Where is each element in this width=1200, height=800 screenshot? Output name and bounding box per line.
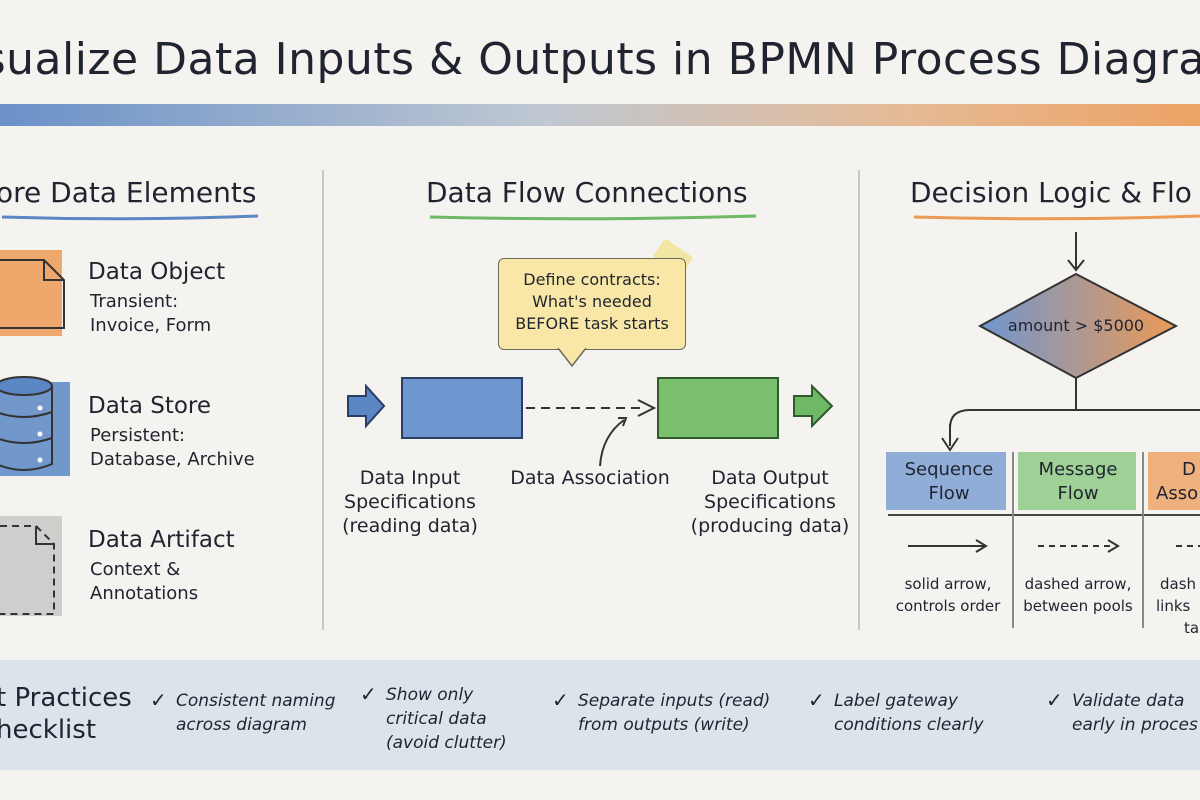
sequence-flow-head-2: Flow (928, 483, 970, 504)
data-input-box (401, 377, 523, 439)
flow-samples (908, 539, 1200, 553)
title-underline-band (0, 104, 1200, 126)
message-flow-head-2: Flow (1057, 483, 1099, 504)
checklist-item-5-line1: Validate data (1072, 691, 1185, 711)
data-output-label-1: Data Output (711, 467, 829, 489)
sticky-note: Define contracts: What's needed BEFORE t… (498, 258, 686, 350)
data-flow-diagram (347, 377, 834, 466)
data-store-name: Data Store (88, 393, 212, 419)
checklist-title-2: hecklist (0, 715, 97, 745)
data-object-line1: Transient: (90, 291, 179, 312)
note-line3: BEFORE task starts (515, 314, 669, 333)
output-arrow-icon (793, 383, 834, 429)
checklist-item-2-line2: critical data (386, 709, 487, 729)
checklist-item-4-line2: conditions clearly (834, 715, 984, 735)
checklist-item-2-line3: (avoid clutter) (386, 733, 507, 753)
flow-header-bg-message (1018, 452, 1136, 510)
flow-table-vline-2 (1142, 452, 1144, 628)
association-desc-3: ta (1184, 619, 1200, 637)
data-artifact-line2: Annotations (90, 583, 199, 604)
checklist-item-4-line1: Label gateway (834, 691, 958, 711)
right-heading-underline (913, 214, 1200, 221)
sequence-flow-desc-2: controls order (895, 597, 1001, 615)
document-icon (0, 250, 65, 336)
left-heading-underline (1, 214, 259, 221)
data-input-label-1: Data Input (359, 467, 461, 489)
checklist-band (0, 660, 1200, 770)
flow-header-bg-sequence (886, 452, 1006, 510)
message-flow-head-1: Message (1038, 459, 1118, 480)
checklist-item-5-line2: early in proces (1072, 715, 1198, 735)
middle-heading-underline (429, 214, 757, 221)
data-store-line2: Database, Archive (90, 449, 255, 470)
checklist-item-2-line1: Show only (386, 685, 474, 705)
data-store-line1: Persistent: (90, 425, 186, 446)
column-divider-left (322, 170, 324, 630)
flow-table-vline-1 (1012, 452, 1014, 628)
data-association-label: Data Association (510, 467, 670, 489)
sequence-flow-desc-1: solid arrow, (904, 575, 992, 593)
check-icon: ✓ (360, 682, 377, 706)
association-desc-2: links (1156, 597, 1191, 615)
data-output-label-2: Specifications (704, 491, 836, 513)
checklist-title-1: t Practices (0, 683, 132, 713)
message-flow-desc-1: dashed arrow, (1024, 575, 1132, 593)
note-line2: What's needed (532, 292, 652, 311)
column-divider-right (858, 170, 860, 630)
association-flow-head-2: Asso (1156, 483, 1199, 504)
flow-header-bg-association (1148, 452, 1200, 510)
data-input-label-3: (reading data) (342, 515, 478, 537)
data-object-line2: Invoice, Form (90, 315, 212, 336)
flow-table-hline (888, 514, 1200, 516)
association-desc-1: dash (1160, 575, 1197, 593)
check-icon: ✓ (808, 688, 825, 712)
association-pointer (599, 419, 625, 466)
input-arrow-icon (347, 383, 386, 429)
check-icon: ✓ (150, 688, 167, 712)
data-artifact-line1: Context & (90, 559, 181, 580)
data-input-label-2: Specifications (344, 491, 476, 513)
checklist-item-3-line2: from outputs (write) (578, 715, 750, 735)
note-line1: Define contracts: (523, 270, 661, 289)
database-icon (0, 376, 70, 476)
sequence-flow-head-1: Sequence (904, 459, 994, 480)
left-column-heading: ore Data Elements (0, 176, 257, 209)
gateway-condition: amount > $5000 (1007, 316, 1145, 335)
artifact-icon (0, 516, 62, 616)
association-arrowhead (637, 399, 657, 417)
right-column-heading: Decision Logic & Flo (910, 176, 1192, 209)
data-output-label-3: (producing data) (690, 515, 850, 537)
middle-column-heading: Data Flow Connections (426, 176, 748, 209)
checklist-item-1-line1: Consistent naming (176, 691, 336, 711)
checklist-item-3-line1: Separate inputs (read) (578, 691, 771, 711)
data-object-name: Data Object (88, 259, 226, 285)
page-title: isualize Data Inputs & Outputs in BPMN P… (0, 34, 1200, 85)
check-icon: ✓ (1046, 688, 1063, 712)
check-icon: ✓ (552, 688, 569, 712)
gateway-diagram (941, 232, 1200, 452)
note-tail (557, 346, 587, 368)
checklist-item-1-line2: across diagram (176, 715, 307, 735)
data-output-box (657, 377, 779, 439)
data-artifact-name: Data Artifact (88, 527, 235, 553)
message-flow-desc-2: between pools (1023, 597, 1133, 615)
association-flow-head-1: D (1182, 459, 1196, 480)
